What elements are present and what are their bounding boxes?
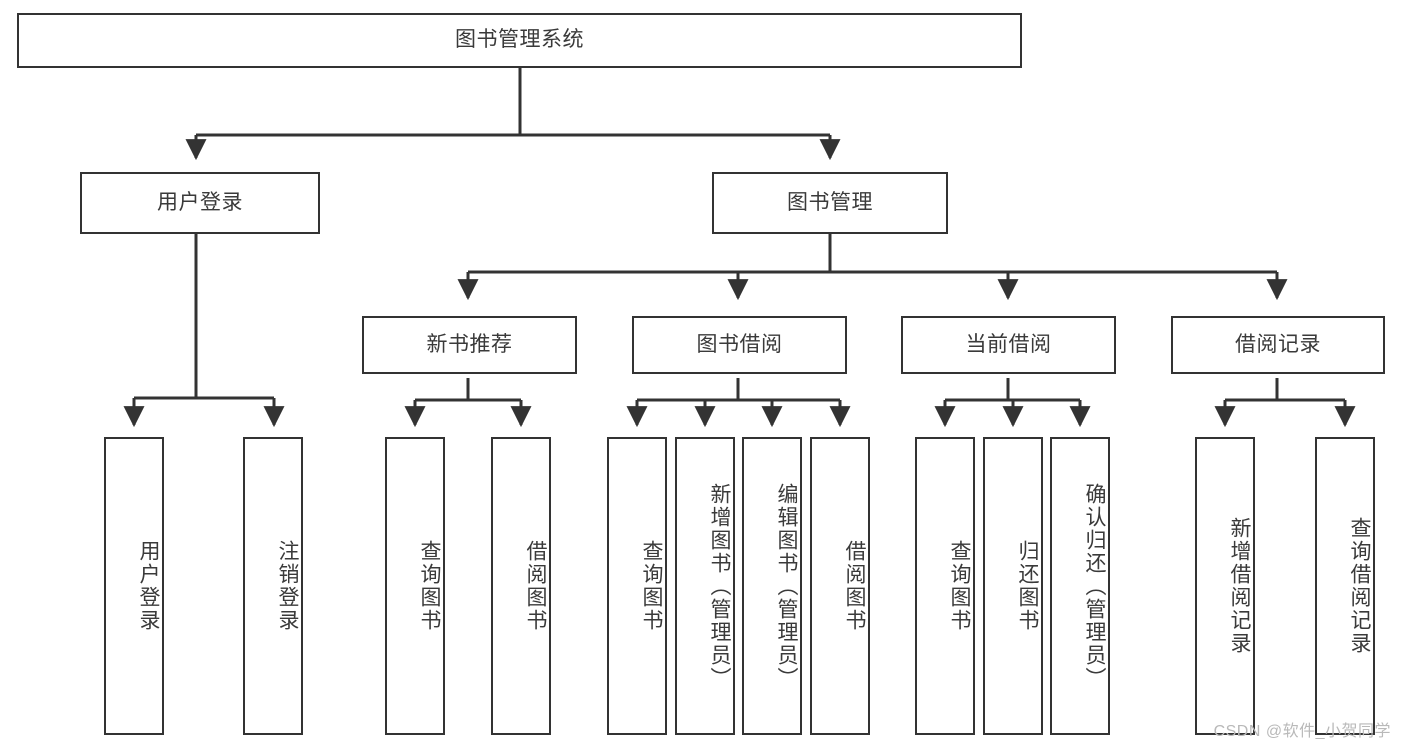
leaf-return-book[interactable]: 归还图书 bbox=[983, 437, 1043, 735]
leaf-borrow-book-recommend[interactable]: 借阅图书 bbox=[491, 437, 551, 735]
node-label: 图书管理 bbox=[787, 190, 873, 214]
node-label: 图书借阅 bbox=[696, 332, 783, 356]
node-label: 新增借阅记录 bbox=[1228, 517, 1251, 655]
node-book-management[interactable]: 图书管理 bbox=[712, 172, 948, 234]
node-label: 查询借阅记录 bbox=[1348, 517, 1371, 655]
node-label: 借阅记录 bbox=[1235, 332, 1321, 356]
node-label: 查询图书 bbox=[948, 540, 971, 632]
node-label: 当前借阅 bbox=[965, 332, 1052, 356]
node-label: 新书推荐 bbox=[426, 332, 513, 356]
node-new-book-recommend[interactable]: 新书推荐 bbox=[362, 316, 577, 374]
node-label: 借阅图书 bbox=[843, 540, 866, 632]
leaf-query-book-current[interactable]: 查询图书 bbox=[915, 437, 975, 735]
leaf-borrow-book-borrow[interactable]: 借阅图书 bbox=[810, 437, 870, 735]
node-user-login[interactable]: 用户登录 bbox=[80, 172, 320, 234]
leaf-edit-book-admin[interactable]: 编辑图书（管理员） bbox=[742, 437, 802, 735]
leaf-confirm-return-admin[interactable]: 确认归还（管理员） bbox=[1050, 437, 1110, 735]
leaf-add-book-admin[interactable]: 新增图书（管理员） bbox=[675, 437, 735, 735]
csdn-watermark: CSDN @软件_小贺同学 bbox=[1213, 723, 1391, 740]
leaf-add-borrow-record[interactable]: 新增借阅记录 bbox=[1195, 437, 1255, 735]
node-label: 归还图书 bbox=[1016, 540, 1039, 632]
node-label: 新增图书（管理员） bbox=[708, 482, 731, 690]
node-label: 借阅图书 bbox=[524, 540, 547, 632]
node-label: 查询图书 bbox=[418, 540, 441, 632]
node-label: 确认归还（管理员） bbox=[1083, 482, 1106, 690]
leaf-logout-login[interactable]: 注销登录 bbox=[243, 437, 303, 735]
node-book-borrow[interactable]: 图书借阅 bbox=[632, 316, 847, 374]
leaf-query-borrow-record[interactable]: 查询借阅记录 bbox=[1315, 437, 1375, 735]
node-root-book-management-system[interactable]: 图书管理系统 bbox=[17, 13, 1022, 68]
node-borrow-record[interactable]: 借阅记录 bbox=[1171, 316, 1385, 374]
node-label: 查询图书 bbox=[640, 540, 663, 632]
node-label: 用户登录 bbox=[137, 540, 160, 632]
leaf-user-login[interactable]: 用户登录 bbox=[104, 437, 164, 735]
node-label: 用户登录 bbox=[157, 190, 243, 214]
leaf-query-book-recommend[interactable]: 查询图书 bbox=[385, 437, 445, 735]
node-label: 图书管理系统 bbox=[455, 28, 584, 52]
node-current-borrow[interactable]: 当前借阅 bbox=[901, 316, 1116, 374]
node-label: 编辑图书（管理员） bbox=[775, 482, 798, 690]
leaf-query-book-borrow[interactable]: 查询图书 bbox=[607, 437, 667, 735]
node-label: 注销登录 bbox=[276, 540, 299, 632]
